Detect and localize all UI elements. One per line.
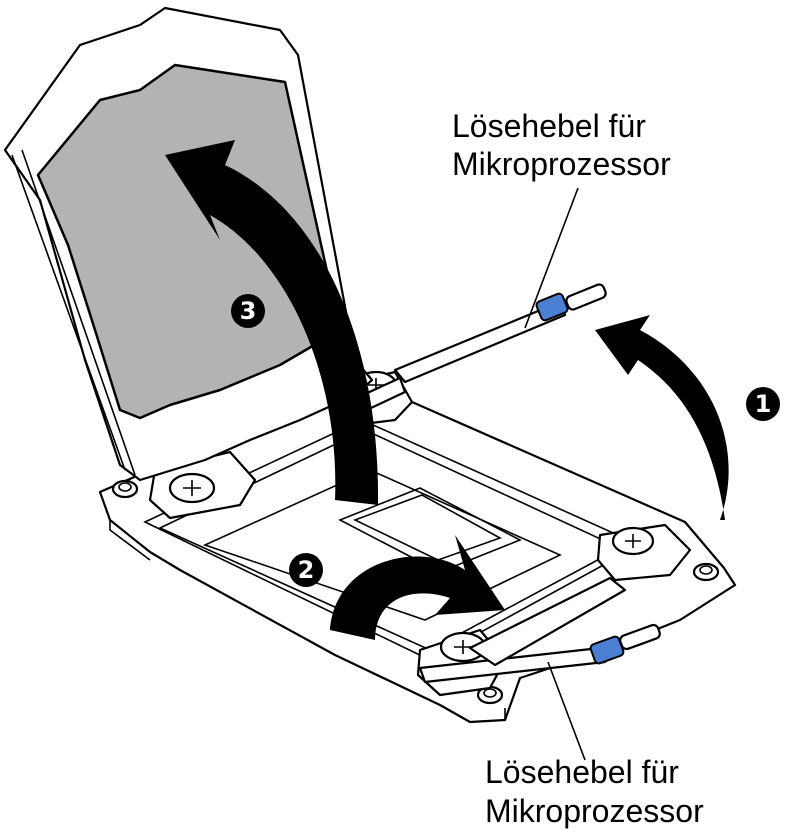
svg-text:3: 3 <box>240 297 257 325</box>
callout-bottom-line1: Lösehebel für <box>485 754 679 790</box>
callout-top: Lösehebel für Mikroprozessor <box>452 108 671 182</box>
socket-frame <box>98 378 737 724</box>
step-2-badge: 2 <box>289 553 323 587</box>
leader-line-bottom <box>547 661 586 761</box>
svg-text:2: 2 <box>298 556 315 584</box>
arrow-step-3 <box>165 140 379 505</box>
arrow-step-2 <box>330 535 505 640</box>
lower-release-lever <box>418 576 661 684</box>
callout-top-line1: Lösehebel für <box>452 108 646 144</box>
arrow-step-1 <box>595 315 729 520</box>
screw-right <box>596 523 692 582</box>
step-3-badge: 3 <box>231 294 265 328</box>
callout-top-line2: Mikroprozessor <box>452 146 671 182</box>
callout-bottom: Lösehebel für Mikroprozessor <box>485 754 704 829</box>
socket-cover <box>3 6 374 482</box>
step-1-badge: 1 <box>746 387 780 421</box>
svg-text:1: 1 <box>755 390 772 418</box>
leader-line-top <box>524 187 579 329</box>
upper-release-lever <box>328 283 607 427</box>
socket-mount-holes <box>111 479 720 705</box>
callout-bottom-line2: Mikroprozessor <box>485 793 704 829</box>
